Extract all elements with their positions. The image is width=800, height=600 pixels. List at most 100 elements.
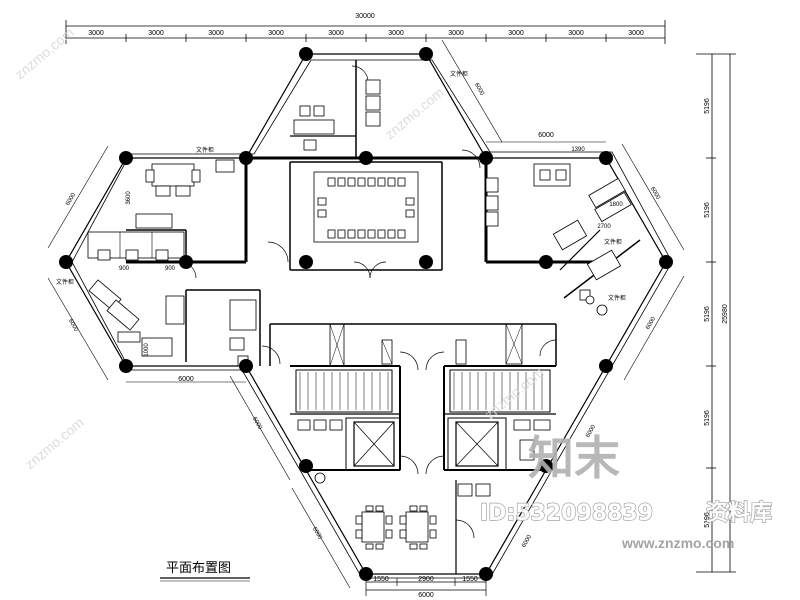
dim-top-seg-9: 3000 xyxy=(568,30,584,37)
dining-chair xyxy=(399,529,407,539)
watermark-suffix: 资料库 xyxy=(706,501,772,526)
dim-top-seg-1: 3000 xyxy=(88,30,104,37)
column xyxy=(479,567,493,581)
drawing-title-block: 平面布置图 xyxy=(160,561,250,582)
column xyxy=(299,255,313,269)
dim-top-seg-8: 3000 xyxy=(508,30,524,37)
dining-chair xyxy=(375,505,384,512)
column xyxy=(299,459,313,473)
building-outline xyxy=(65,53,673,579)
column xyxy=(599,151,613,165)
dim-900b: 900 xyxy=(165,266,176,272)
label-cabinet-d: 文件柜 xyxy=(604,238,622,246)
dim-top-seg-3: 3000 xyxy=(208,30,224,37)
dim-diag-upper-right: 6000 xyxy=(473,82,485,97)
top-dimension-chain: 30000 3000 3000 3000 3000 3000 3000 3000… xyxy=(65,13,666,44)
dining-tables xyxy=(355,505,437,550)
dim-right-overall: 25980 xyxy=(722,304,729,324)
watermark: znzmo.com znzmo.com znzmo.com znzmo.com … xyxy=(12,24,773,551)
interior-walls xyxy=(126,60,641,574)
dining-chair xyxy=(355,529,363,539)
conference-chair xyxy=(347,177,356,187)
dining-chair xyxy=(385,515,393,525)
dining-chair xyxy=(429,515,437,525)
dining-chair xyxy=(429,529,437,539)
column xyxy=(539,459,553,473)
dim-1000: 1000 xyxy=(144,343,150,357)
column xyxy=(299,47,313,61)
column xyxy=(659,255,673,269)
dim-diag-upper-left: 6000 xyxy=(65,192,77,207)
conference-chair xyxy=(405,209,415,218)
conference-chairs xyxy=(317,177,415,239)
dim-top-seg-10: 3000 xyxy=(628,30,644,37)
conference-chair xyxy=(347,229,356,239)
column xyxy=(359,151,373,165)
watermark-diag-2: znzmo.com xyxy=(22,414,87,472)
dim-bottom-seg-3: 1550 xyxy=(462,576,478,583)
column xyxy=(599,359,613,373)
dining-chair xyxy=(365,543,374,550)
stair-left xyxy=(295,369,393,413)
column xyxy=(179,255,193,269)
dim-right-seg-3: 5196 xyxy=(704,306,711,322)
elevator-left xyxy=(345,417,401,471)
column xyxy=(119,359,133,373)
column xyxy=(419,255,433,269)
dim-bottom-seg-1: 1550 xyxy=(373,576,389,583)
label-cabinet-b: 文件柜 xyxy=(450,70,468,78)
dim-3600: 3600 xyxy=(126,191,132,205)
label-cabinet-a: 文件柜 xyxy=(196,146,214,154)
door-swings xyxy=(179,65,557,539)
conference-chair xyxy=(367,177,376,187)
column xyxy=(59,255,73,269)
dim-bottom-overall: 6000 xyxy=(418,592,434,599)
conference-chair xyxy=(357,229,366,239)
conference-chair xyxy=(317,209,327,218)
conference-chair xyxy=(357,177,366,187)
conference-chair xyxy=(397,177,406,187)
dim-right-mid: 6000 xyxy=(538,132,554,139)
conference-chair xyxy=(337,229,346,239)
stair-right xyxy=(449,369,551,413)
conference-chair xyxy=(337,177,346,187)
conference-room xyxy=(313,171,419,243)
dim-top-overall: 30000 xyxy=(355,13,375,20)
dim-top-seg-6: 3000 xyxy=(388,30,404,37)
elevator-right xyxy=(447,417,507,471)
conference-chair xyxy=(397,229,406,239)
dim-diag-lower-right: 6000 xyxy=(521,534,533,549)
conference-chair xyxy=(327,177,336,187)
dim-right-seg-2: 5196 xyxy=(704,202,711,218)
shafts xyxy=(329,323,523,367)
restroom-fixtures xyxy=(297,419,551,497)
dim-top-seg-4: 3000 xyxy=(268,30,284,37)
dim-right-seg-5: 5196 xyxy=(704,512,711,528)
conference-chair xyxy=(377,177,386,187)
watermark-id: ID:532098839 xyxy=(480,501,653,526)
label-cabinet-c: 文件柜 xyxy=(56,278,74,286)
column xyxy=(419,47,433,61)
dining-chair xyxy=(409,543,418,550)
conference-chair xyxy=(367,229,376,239)
dim-top-seg-5: 3000 xyxy=(328,30,344,37)
drawing-title: 平面布置图 xyxy=(166,561,231,576)
conference-chair xyxy=(327,229,336,239)
dim-left-mid: 6000 xyxy=(178,376,194,383)
label-cabinet-e: 文件柜 xyxy=(608,294,626,302)
dim-diag-lower-left: 6000 xyxy=(251,416,263,431)
dining-chair xyxy=(419,505,428,512)
dining-chair xyxy=(409,505,418,512)
watermark-url: www.znzmo.com xyxy=(621,535,734,551)
right-dimension-chain: 5196 5196 5196 5196 5196 25980 xyxy=(696,53,736,573)
dim-bottom-seg-2: 2900 xyxy=(418,576,434,583)
watermark-diag-3: znzmo.com xyxy=(382,84,447,142)
dim-diag-right: 6000 xyxy=(649,186,661,201)
conference-chair xyxy=(377,229,386,239)
dim-1800: 1800 xyxy=(609,202,623,208)
dim-top-seg-7: 3000 xyxy=(448,30,464,37)
dim-top-seg-2: 3000 xyxy=(148,30,164,37)
annotation-labels: 文件柜 文件柜 文件柜 文件柜 文件柜 xyxy=(56,70,626,302)
column xyxy=(539,255,553,269)
